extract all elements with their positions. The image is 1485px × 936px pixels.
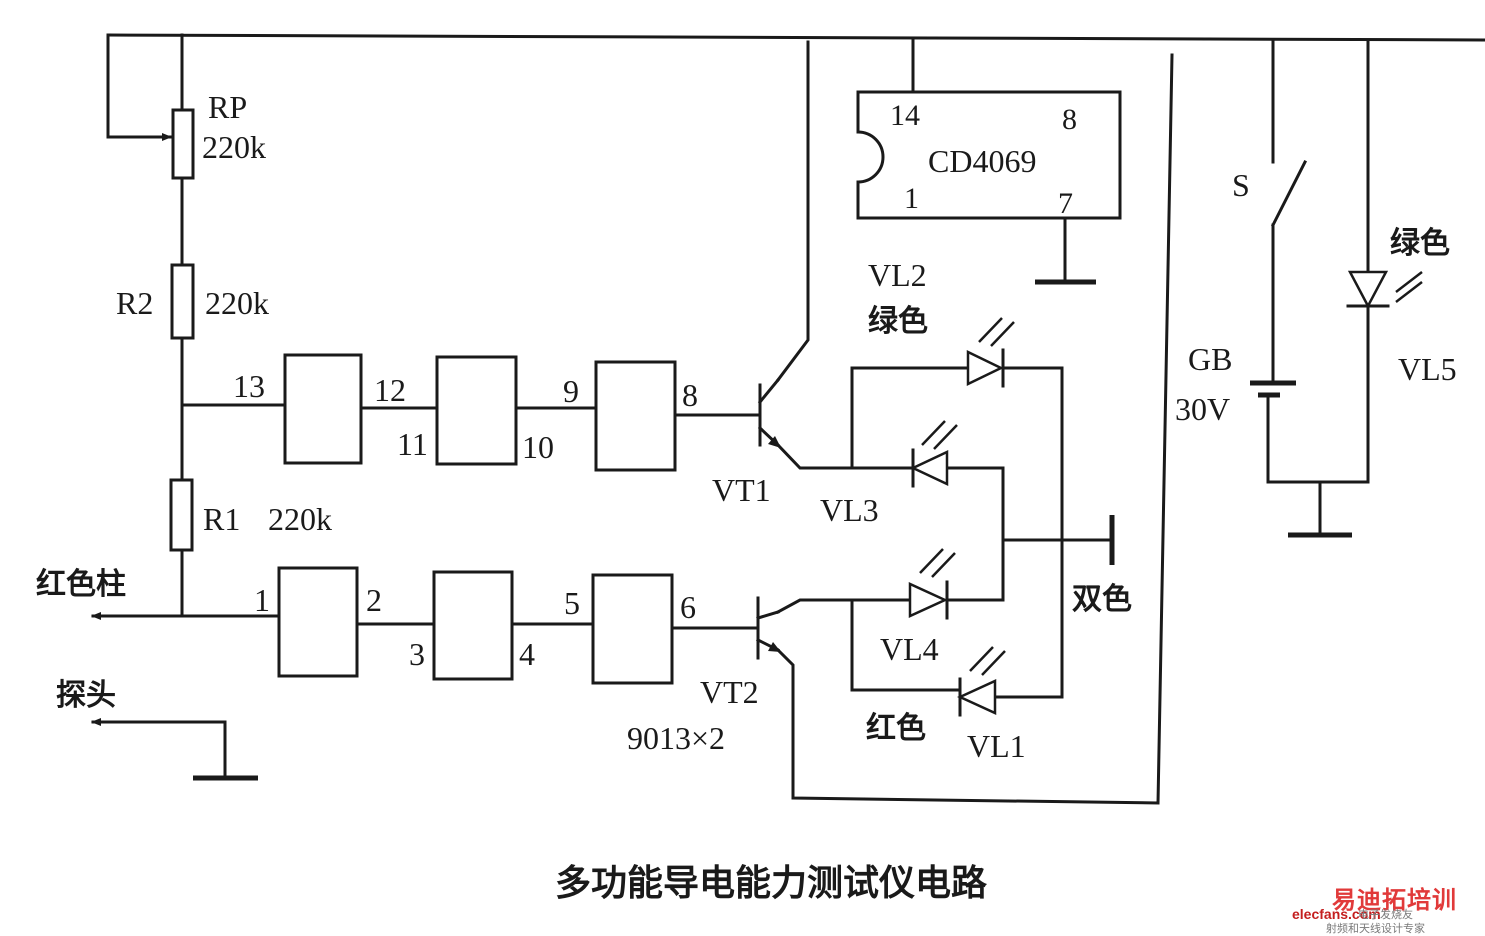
inverter-gate-5-6	[591, 573, 674, 685]
transistor-vt1	[757, 377, 781, 448]
pin-12: 12	[374, 372, 406, 408]
battery-label: GB	[1188, 341, 1232, 377]
probe-label: 探头	[56, 678, 116, 713]
switch-label: S	[1232, 167, 1250, 203]
ic-name: CD4069	[928, 143, 1036, 179]
watermark-logo: 易迪拓培训 elecfans.com 电子发烧友 射频和天线设计专家	[1292, 878, 1482, 935]
transistor-model: 9013×2	[627, 720, 725, 756]
inverter-gate-3-4	[432, 570, 514, 681]
vl5-color: 绿色	[1390, 226, 1450, 261]
r1-value: 220k	[268, 501, 332, 537]
switch-s	[1270, 159, 1308, 228]
ic-pin-7: 7	[1058, 187, 1073, 220]
vt1-label: VT1	[712, 472, 771, 508]
ic-pin-1: 1	[904, 182, 919, 215]
resistor-r2	[170, 263, 195, 340]
led-vl4	[908, 548, 956, 620]
resistor-r1	[169, 478, 194, 552]
battery-voltage: 30V	[1175, 391, 1230, 427]
transistor-vt2	[755, 596, 781, 660]
pin-11: 11	[397, 426, 428, 462]
pin-8: 8	[682, 377, 698, 413]
watermark-sub: 电子发烧友	[1358, 908, 1413, 921]
ic-cd4069	[856, 90, 1122, 220]
vt2-label: VT2	[700, 674, 759, 710]
r1-label: R1	[203, 501, 240, 537]
rp-label: RP	[208, 89, 247, 125]
pin-1: 1	[254, 582, 270, 618]
ic-pin-14: 14	[890, 99, 920, 132]
inverter-gate-9-8	[594, 360, 677, 472]
inverter-gate-11-10	[435, 355, 518, 466]
pin-3: 3	[409, 636, 425, 672]
inverter-gate-13-12	[283, 353, 363, 465]
pin-9: 9	[563, 373, 579, 409]
vl3-label: VL3	[820, 492, 879, 528]
r2-value: 220k	[205, 285, 269, 321]
watermark-site: elecfans.com	[1292, 906, 1381, 922]
rp-value: 220k	[202, 129, 266, 165]
red-post-label: 红色柱	[36, 567, 126, 602]
pin-2: 2	[366, 582, 382, 618]
red-label: 红色	[866, 711, 926, 746]
pin-5: 5	[564, 585, 580, 621]
r2-label: R2	[116, 285, 153, 321]
pin-6: 6	[680, 589, 696, 625]
led-vl2	[966, 317, 1015, 388]
inverter-gate-1-2	[277, 566, 359, 678]
vl4-label: VL4	[880, 631, 939, 667]
led-vl5	[1346, 270, 1423, 309]
wires	[91, 33, 1485, 805]
pin-13: 13	[233, 368, 265, 404]
led-vl1	[956, 646, 1006, 717]
watermark-main: 易迪拓培训	[1332, 886, 1457, 914]
battery-gb	[1250, 380, 1296, 398]
led-vl3	[910, 420, 958, 488]
pin-4: 4	[519, 636, 535, 672]
vl5-label: VL5	[1398, 351, 1457, 387]
vl2-color: 绿色	[868, 304, 928, 339]
vl1-label: VL1	[967, 728, 1026, 764]
resistor-rp	[106, 108, 195, 180]
diagram-title: 多功能导电能力测试仪电路	[555, 863, 988, 904]
ic-pin-8: 8	[1062, 103, 1077, 136]
vl2-label: VL2	[868, 257, 927, 293]
bicolor-label: 双色	[1072, 582, 1132, 617]
watermark-tag: 射频和天线设计专家	[1326, 922, 1425, 935]
pin-10: 10	[522, 429, 554, 465]
